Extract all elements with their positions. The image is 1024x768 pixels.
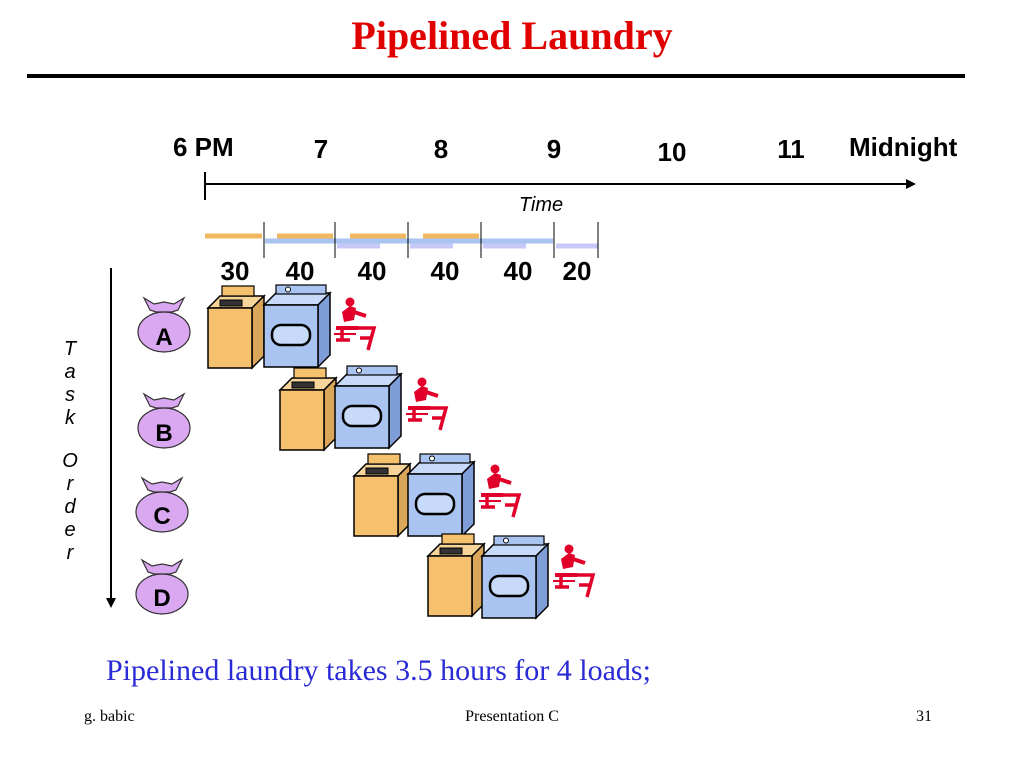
slide-caption: Pipelined laundry takes 3.5 hours for 4 … bbox=[106, 654, 651, 687]
duration-label-1: 30 bbox=[221, 256, 250, 286]
dryer-icon bbox=[406, 452, 476, 538]
time-tick-6pm: 6 PM bbox=[173, 132, 234, 162]
folding-person-icon bbox=[404, 375, 448, 432]
task-label-a: A bbox=[155, 324, 172, 351]
dryer-icon bbox=[333, 364, 403, 450]
duration-label-4: 40 bbox=[431, 256, 460, 286]
task-label-d: D bbox=[153, 585, 170, 612]
title-underline bbox=[27, 74, 965, 78]
time-axis-label: Time bbox=[519, 194, 563, 216]
footer-presentation: Presentation C bbox=[465, 708, 559, 725]
footer-author: g. babic bbox=[84, 708, 135, 725]
task-order-arrow bbox=[106, 268, 116, 608]
folding-person-icon bbox=[332, 295, 376, 352]
duration-label-5: 40 bbox=[504, 256, 533, 286]
washer-icon bbox=[353, 453, 411, 537]
time-tick-11: 11 bbox=[777, 134, 805, 164]
washer-icon bbox=[207, 285, 265, 369]
folding-person-icon bbox=[551, 542, 595, 599]
duration-label-3: 40 bbox=[358, 256, 387, 286]
duration-label-2: 40 bbox=[286, 256, 315, 286]
duration-label-6: 20 bbox=[563, 256, 592, 286]
slide-title: Pipelined Laundry bbox=[351, 13, 673, 58]
time-tick-8: 8 bbox=[434, 134, 448, 164]
dryer-icon bbox=[262, 283, 332, 369]
time-tick-7: 7 bbox=[314, 134, 328, 164]
footer-page-number: 31 bbox=[916, 708, 932, 725]
task-label-b: B bbox=[155, 420, 172, 447]
dryer-icon bbox=[480, 534, 550, 620]
washer-icon bbox=[279, 367, 337, 451]
duration-segments bbox=[205, 222, 599, 258]
time-tick-midnight: Midnight bbox=[849, 132, 958, 162]
time-tick-10: 10 bbox=[658, 137, 687, 167]
time-axis bbox=[204, 172, 916, 200]
washer-icon bbox=[427, 533, 485, 617]
time-tick-9: 9 bbox=[547, 134, 561, 164]
task-label-c: C bbox=[153, 503, 170, 530]
folding-person-icon bbox=[477, 462, 521, 519]
